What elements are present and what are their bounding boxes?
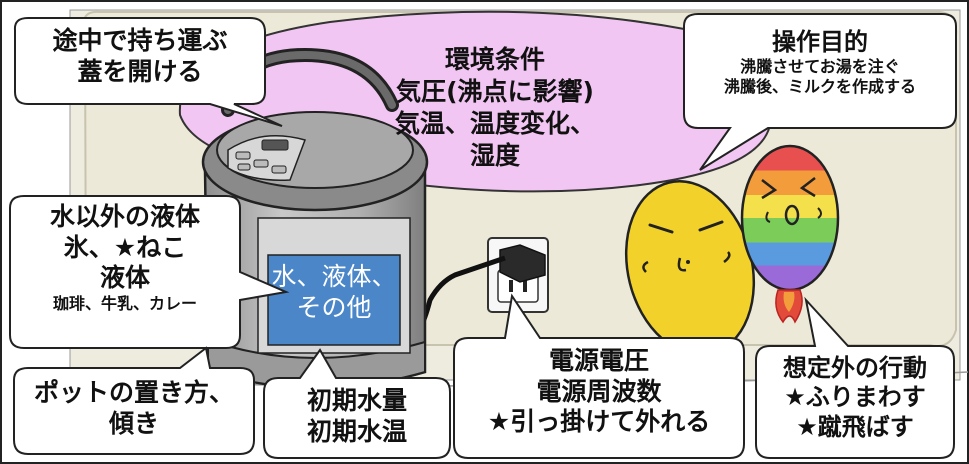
initial-text: 初期水量 初期水温 — [266, 386, 448, 447]
operation-bubble — [683, 13, 957, 171]
unexpected-text: 想定外の行動 ★ふりまわす ★蹴飛ばす — [758, 354, 952, 442]
unexpected-bubble — [755, 296, 955, 459]
environment-line-4: 湿度 — [469, 141, 520, 170]
carry-bubble — [13, 17, 283, 127]
power-line-3: ★引っ掛けて外れる — [487, 407, 711, 436]
placement-line-1: ポットの置き方、 — [33, 378, 234, 407]
operation-title: 操作目的 — [772, 28, 868, 56]
electric-pot-icon — [201, 47, 429, 390]
carry-line-2: 蓋を開ける — [77, 56, 203, 86]
unexpected-line-1: 想定外の行動 — [783, 354, 927, 382]
environment-line-1: 環境条件 — [444, 45, 545, 74]
carry-line-1: 途中で持ち運ぶ — [52, 26, 228, 55]
liquids-text: 水以外の液体 氷、★ねこ 液体 珈琲、牛乳、カレー — [14, 202, 236, 313]
initial-line-2: 初期水温 — [306, 416, 407, 446]
power-bubble — [453, 293, 745, 459]
placement-line-2: 傾き — [108, 408, 159, 438]
environment-text: 環境条件 気圧(沸点に影響) 気温、温度変化、 湿度 — [370, 44, 620, 172]
operation-text: 操作目的 沸騰させてお湯を注ぐ 沸騰後、ミルクを作成する — [690, 28, 950, 96]
liquids-small: 珈琲、牛乳、カレー — [52, 293, 197, 313]
liquids-line-2: 氷、★ねこ — [63, 232, 187, 262]
power-line-2: 電源周波数 — [536, 376, 662, 406]
liquids-line-3: 液体 — [99, 263, 150, 292]
liquids-line-1: 水以外の液体 — [49, 202, 200, 231]
environment-line-2: 気圧(沸点に影響) — [396, 77, 594, 106]
water-window — [267, 254, 401, 346]
power-line-1: 電源電圧 — [548, 346, 649, 375]
rocket-flame-icon — [775, 289, 803, 324]
placement-text: ポットの置き方、 傾き — [16, 378, 252, 439]
placement-bubble — [13, 346, 255, 455]
rainbow-egg-character-icon — [740, 144, 840, 292]
carry-text: 途中で持ち運ぶ 蓋を開ける — [20, 26, 260, 87]
initial-line-1: 初期水量 — [306, 386, 407, 415]
pot-contents-line-1: 水、液体、 — [271, 262, 397, 291]
operation-line-2: 沸騰後、ミルクを作成する — [723, 76, 916, 96]
unexpected-line-2: ★ふりまわす — [784, 383, 926, 412]
initial-bubble — [263, 348, 451, 459]
unexpected-line-3: ★蹴飛ばす — [796, 412, 914, 441]
liquids-bubble — [9, 195, 290, 349]
pot-contents-text: 水、液体、 その他 — [268, 262, 400, 323]
environment-line-3: 気温、温度変化、 — [394, 109, 595, 138]
pot-contents-line-2: その他 — [296, 292, 372, 322]
power-text: 電源電圧 電源周波数 ★引っ掛けて外れる — [456, 346, 742, 438]
operation-line-1: 沸騰させてお湯を注ぐ — [740, 57, 900, 77]
